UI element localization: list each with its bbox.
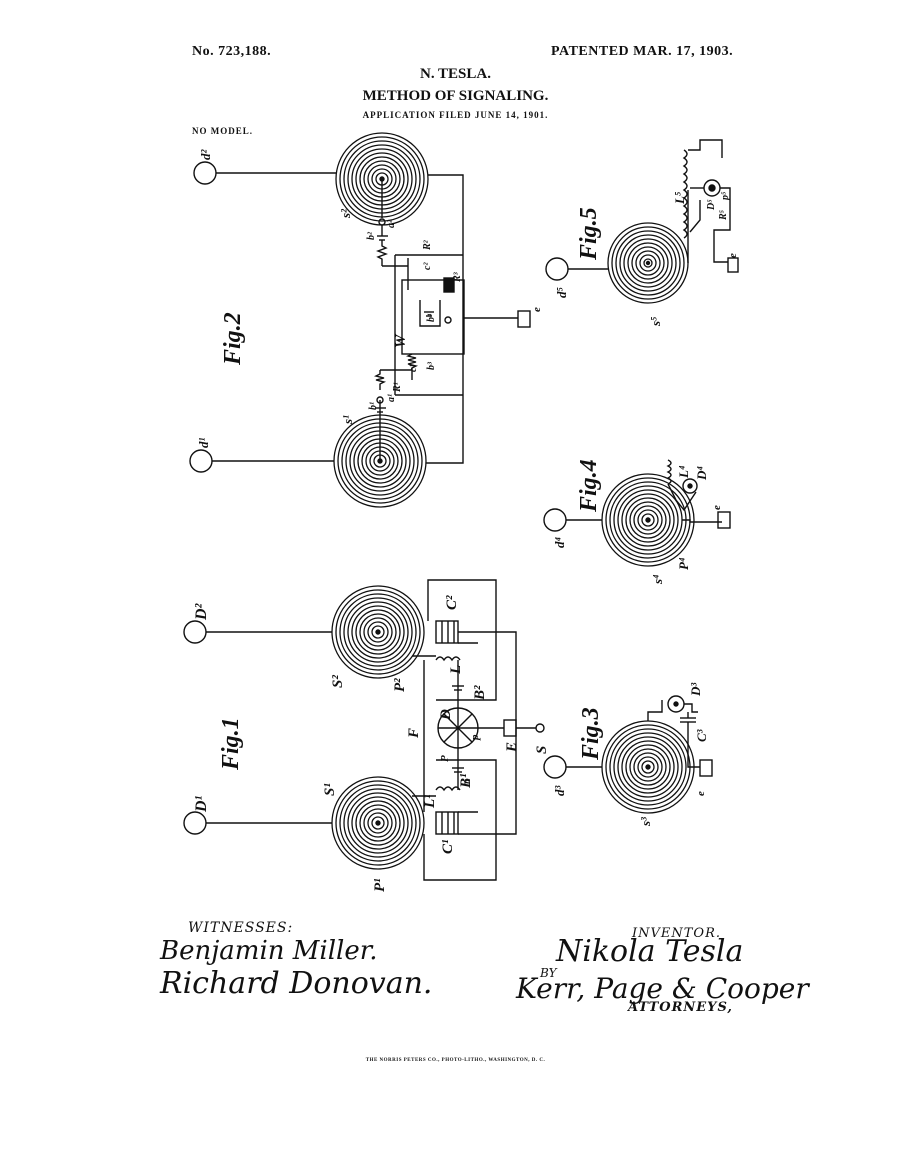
fig5-title: Fig.5 bbox=[576, 207, 602, 261]
label-d1: d¹ bbox=[196, 438, 211, 449]
label-S: S bbox=[534, 746, 550, 754]
label-d2: d² bbox=[198, 149, 213, 161]
label-D4: D⁴ bbox=[694, 466, 709, 481]
patent-title: METHOD OF SIGNALING. bbox=[362, 88, 549, 104]
label-P4: P⁴ bbox=[676, 557, 691, 570]
fig1-switch-S bbox=[535, 723, 545, 733]
patent-number: No. 723,188. bbox=[192, 44, 272, 59]
label-F: F bbox=[406, 728, 422, 739]
label-p: p bbox=[469, 734, 481, 741]
label-R5: R⁵ bbox=[718, 209, 729, 221]
attorneys-label: ATTORNEYS, bbox=[628, 1000, 733, 1015]
label-a2: a² bbox=[386, 219, 397, 228]
fig4-detector-d4 bbox=[682, 478, 698, 494]
label-C1: C¹ bbox=[440, 839, 456, 854]
label-P5: p⁵ bbox=[720, 191, 731, 201]
witness-1-signature: Benjamin Miller. bbox=[160, 936, 378, 966]
fig2-terminal-d1 bbox=[189, 449, 213, 473]
label-L5: L⁵ bbox=[672, 191, 687, 205]
label-d5: d⁵ bbox=[554, 287, 569, 299]
fig4-coil-s4 bbox=[601, 473, 695, 567]
inventor-label: INVENTOR. bbox=[632, 926, 722, 941]
fig5-coil-s5 bbox=[607, 222, 689, 304]
label-L4: L⁴ bbox=[676, 465, 691, 479]
label-P: P bbox=[439, 755, 451, 762]
label-d3: d³ bbox=[552, 785, 567, 797]
label-s3: s³ bbox=[638, 816, 653, 827]
witness-2-signature: Richard Donovan. bbox=[160, 966, 433, 1001]
label-c1: c¹ bbox=[408, 365, 419, 372]
label-C2: C² bbox=[444, 595, 460, 610]
label-B2: B² bbox=[472, 685, 488, 701]
fig2-terminal-d2 bbox=[193, 161, 217, 185]
attorneys-signature: Kerr, Page & Cooper bbox=[516, 972, 809, 1005]
label-S2: S² bbox=[330, 675, 346, 688]
label-L: L bbox=[448, 665, 464, 675]
label-D: D bbox=[438, 709, 454, 721]
label-n: n bbox=[462, 778, 473, 784]
label-s4: s⁴ bbox=[650, 574, 665, 585]
label-c2: c² bbox=[422, 262, 433, 270]
label-b4: b⁴ bbox=[426, 313, 437, 322]
label-D3: D³ bbox=[688, 682, 703, 697]
fig4-terminal-d4 bbox=[543, 508, 567, 532]
fig5-terminal-d5 bbox=[545, 257, 569, 281]
label-e4: e bbox=[711, 505, 723, 510]
fig1-title: Fig.1 bbox=[218, 717, 244, 771]
label-d4: d⁴ bbox=[552, 537, 567, 549]
fig3-title: Fig.3 bbox=[578, 707, 604, 761]
label-D2: D² bbox=[193, 602, 210, 621]
label-B1: B¹ bbox=[458, 773, 474, 789]
label-P1: P¹ bbox=[372, 878, 388, 892]
printer-imprint: THE NORRIS PETERS CO., PHOTO-LITHO., WAS… bbox=[365, 1058, 546, 1063]
label-s5: s⁵ bbox=[648, 316, 663, 327]
application-filed: APPLICATION FILED JUNE 14, 1901. bbox=[362, 110, 549, 120]
by-label: BY bbox=[540, 966, 557, 980]
label-b1: b¹ bbox=[368, 402, 379, 410]
label-R1: R¹ bbox=[392, 382, 403, 393]
fig4-title: Fig.4 bbox=[576, 459, 602, 513]
fig1-coil-s1 bbox=[331, 776, 425, 870]
fig2-title: Fig.2 bbox=[220, 312, 246, 366]
label-E: E bbox=[504, 742, 520, 753]
no-model: NO MODEL. bbox=[192, 126, 254, 136]
label-D5: D⁵ bbox=[706, 199, 717, 211]
label-P2: P² bbox=[392, 678, 408, 692]
label-s2: s² bbox=[338, 208, 353, 219]
label-e5: e bbox=[727, 253, 739, 258]
fig1-terminal-D1 bbox=[183, 811, 207, 835]
label-b2: b² bbox=[366, 231, 377, 240]
patent-date: PATENTED MAR. 17, 1903. bbox=[551, 44, 734, 59]
label-D1: D¹ bbox=[193, 795, 210, 813]
fig3-coil-s3 bbox=[601, 720, 695, 814]
label-C3: C³ bbox=[694, 728, 709, 742]
label-s1: s¹ bbox=[340, 415, 355, 425]
label-R3: R³ bbox=[452, 271, 463, 283]
fig1-terminal-D2 bbox=[183, 620, 207, 644]
label-a1: a¹ bbox=[386, 394, 397, 402]
label-W: W bbox=[393, 333, 409, 348]
label-R2: R² bbox=[422, 239, 433, 251]
label-e: e bbox=[531, 307, 543, 312]
witnesses-label: WITNESSES: bbox=[188, 920, 294, 936]
fig3-terminal-d3 bbox=[543, 755, 567, 779]
label-L1: L¹ bbox=[422, 794, 438, 809]
label-e3: e bbox=[695, 791, 707, 796]
label-b3: b³ bbox=[426, 361, 437, 370]
label-S1: S¹ bbox=[322, 783, 338, 796]
inventor-signature: Nikola Tesla bbox=[556, 934, 744, 969]
fig1-coil-s2 bbox=[331, 585, 425, 679]
inventor-name: N. TESLA. bbox=[419, 66, 491, 82]
